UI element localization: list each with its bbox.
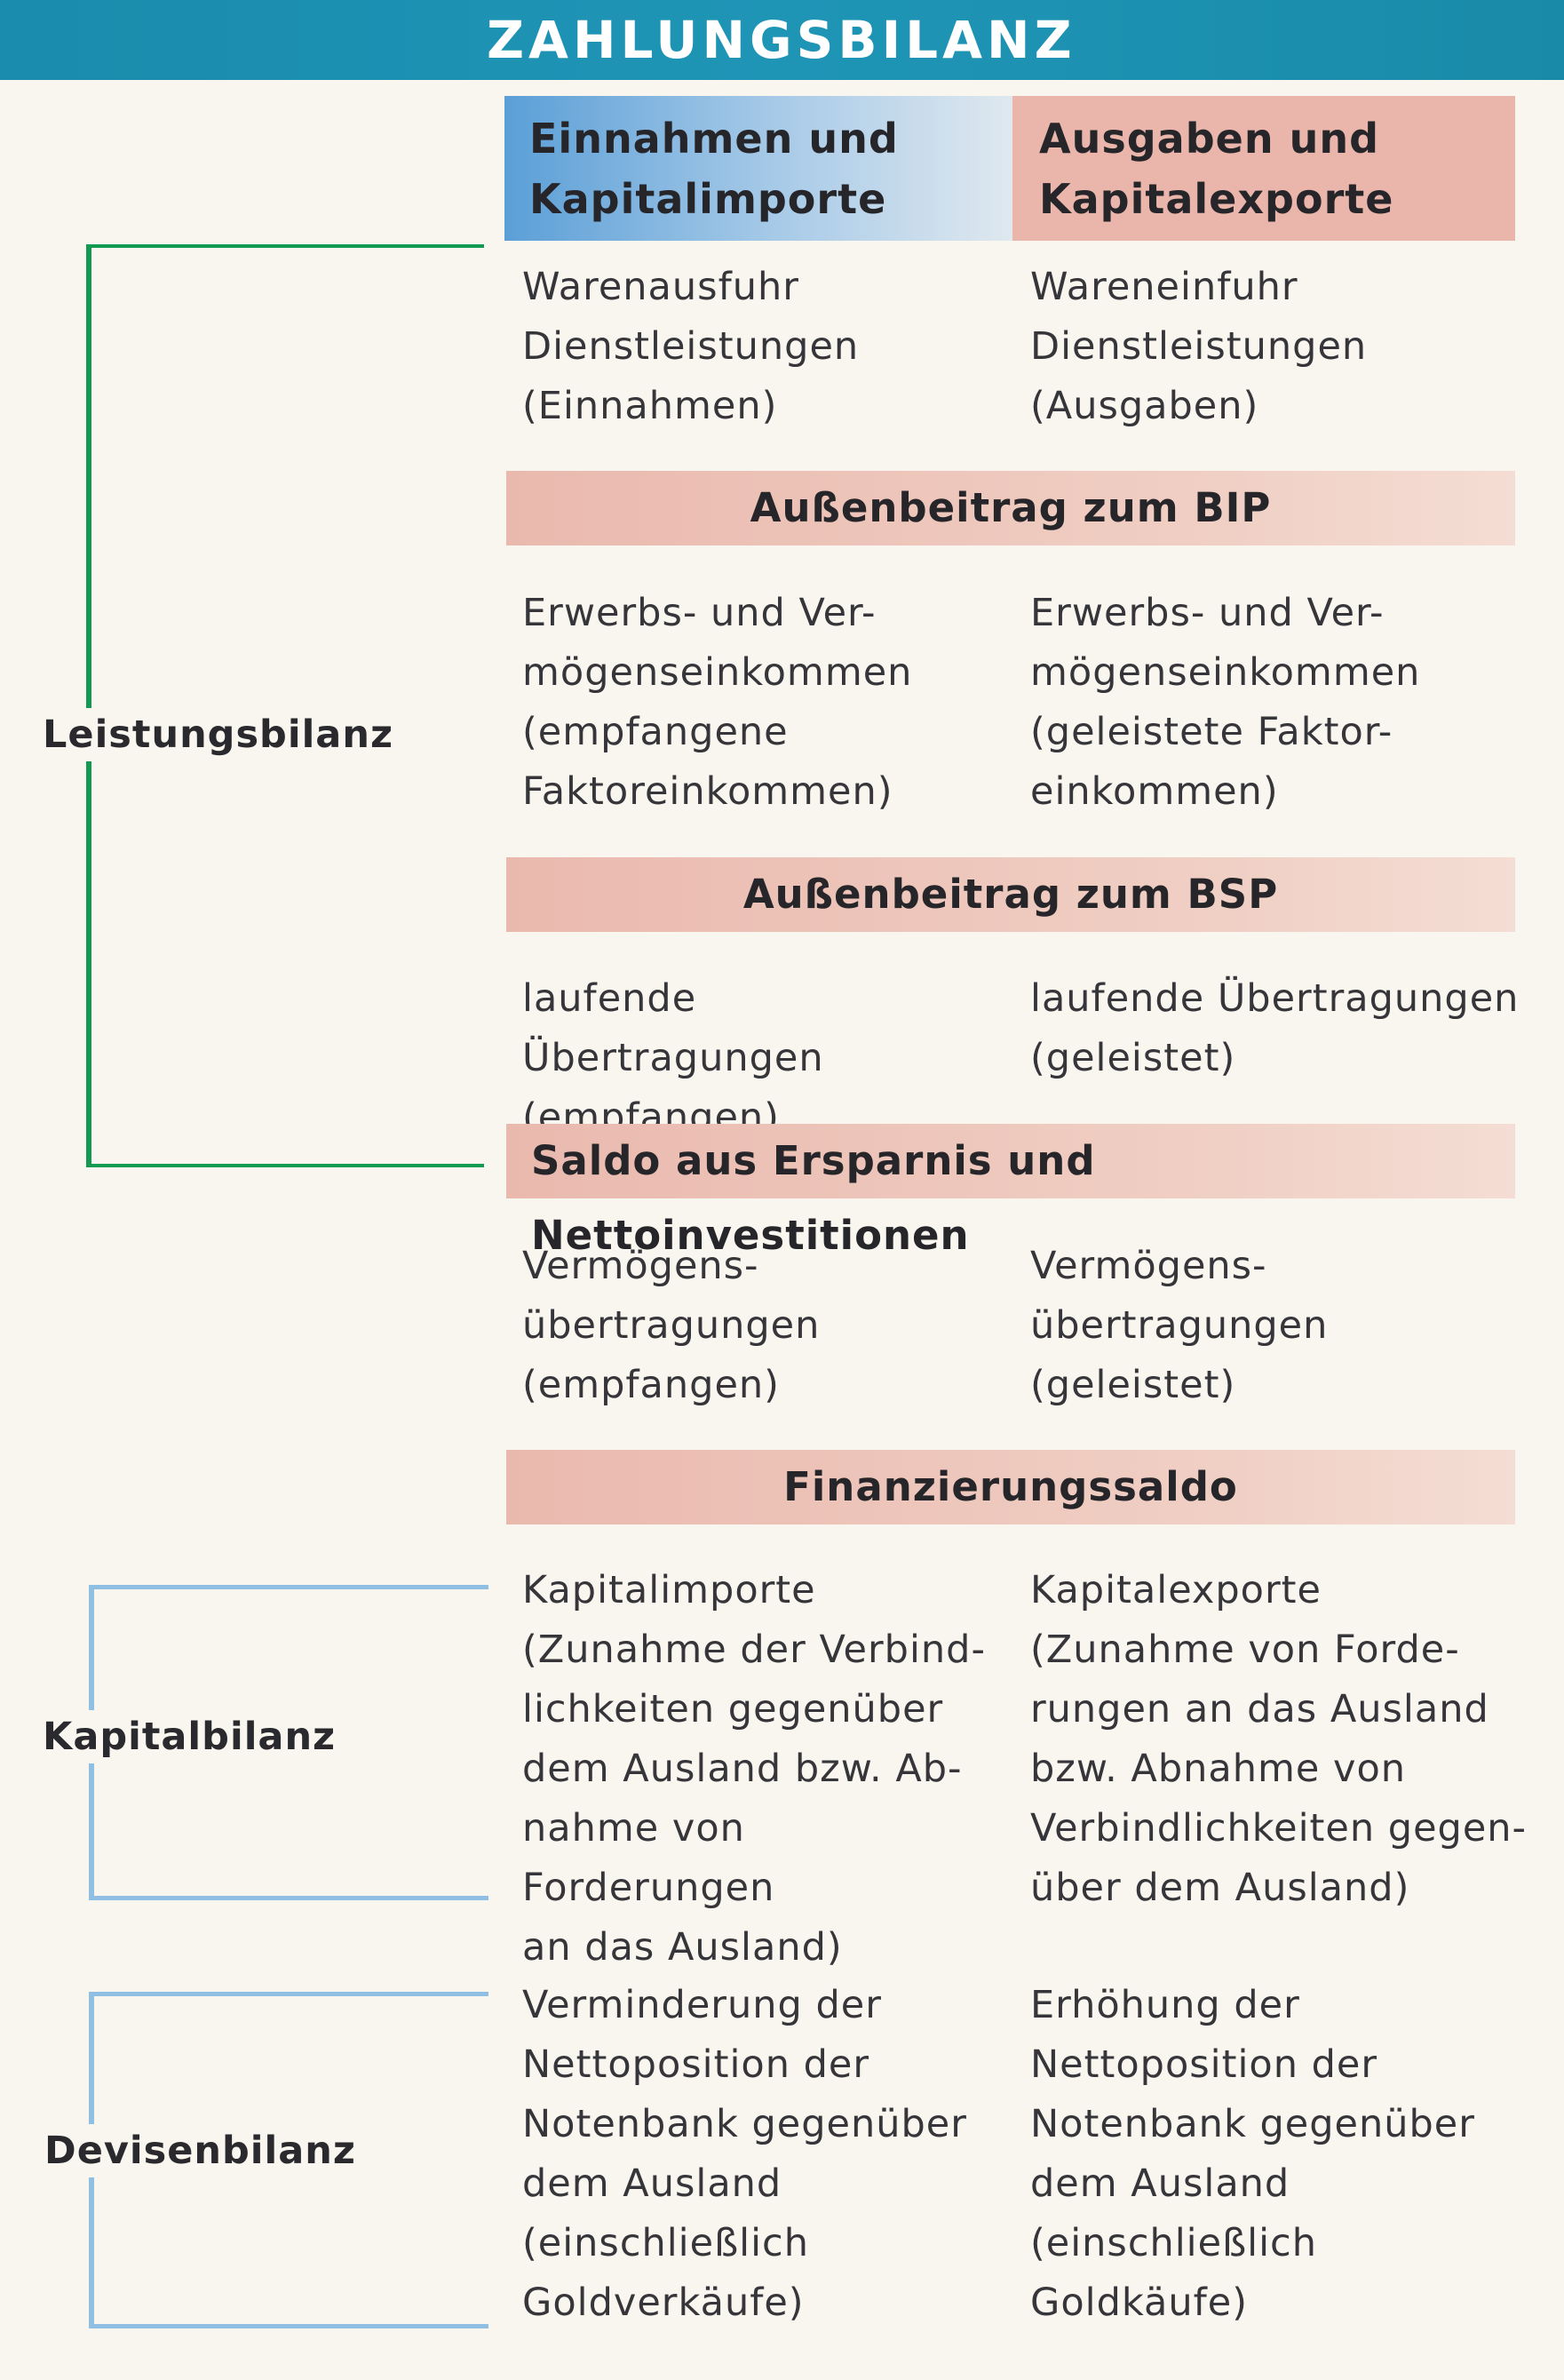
- cell-expense-capital-transfers: Vermögens- übertragungen (geleistet): [1030, 1244, 1329, 1407]
- leistungsbilanz-bracket: [86, 244, 484, 1167]
- cell-expense-factor: Erwerbs- und Ver- mögenseinkommen (gelei…: [1030, 591, 1421, 814]
- balance-band-bsp: Außenbeitrag zum BSP: [506, 857, 1515, 932]
- cell-income-factor: Erwerbs- und Ver- mögenseinkommen (empfa…: [522, 591, 913, 814]
- cell-expense-capital: Kapitalexporte (Zunahme von Forde- runge…: [1030, 1568, 1528, 1910]
- cell-income-capital: Kapitalimporte (Zunahme der Verbind- lic…: [522, 1568, 986, 1970]
- balance-band-bip: Außenbeitrag zum BIP: [506, 471, 1515, 545]
- column-header-income: Einnahmen und Kapitalimporte: [504, 96, 1012, 241]
- cell-income-reserves: Verminderung der Nettoposition der Noten…: [522, 1983, 967, 2325]
- cell-expense-transfers: laufende Übertragungen (geleistet): [1030, 976, 1520, 1080]
- cell-income-transfers: laufende Übertragungen (empfangen): [522, 976, 824, 1140]
- cell-expense-trade: Wareneinfuhr Dienstleistungen (Ausgaben): [1030, 265, 1368, 428]
- group-label-leistungsbilanz: Leistungsbilanz: [39, 708, 397, 761]
- column-header-expense: Ausgaben und Kapitalexporte: [1012, 96, 1515, 241]
- cell-income-trade: Warenausfuhr Dienstleistungen (Einnahmen…: [522, 265, 860, 428]
- cell-income-capital-transfers: Vermögens- übertragungen (empfangen): [522, 1244, 821, 1407]
- balance-band-financing: Finanzierungssaldo: [506, 1450, 1515, 1524]
- balance-band-saving: Saldo aus Ersparnis und Nettoinvestition…: [506, 1124, 1515, 1259]
- page-title: ZAHLUNGSBILANZ: [487, 10, 1076, 70]
- group-label-kapitalbilanz: Kapitalbilanz: [39, 1710, 340, 1763]
- cell-expense-reserves: Erhöhung der Nettoposition der Notenbank…: [1030, 1983, 1475, 2325]
- title-bar: [0, 0, 1564, 80]
- group-label-devisenbilanz: Devisenbilanz: [41, 2124, 360, 2177]
